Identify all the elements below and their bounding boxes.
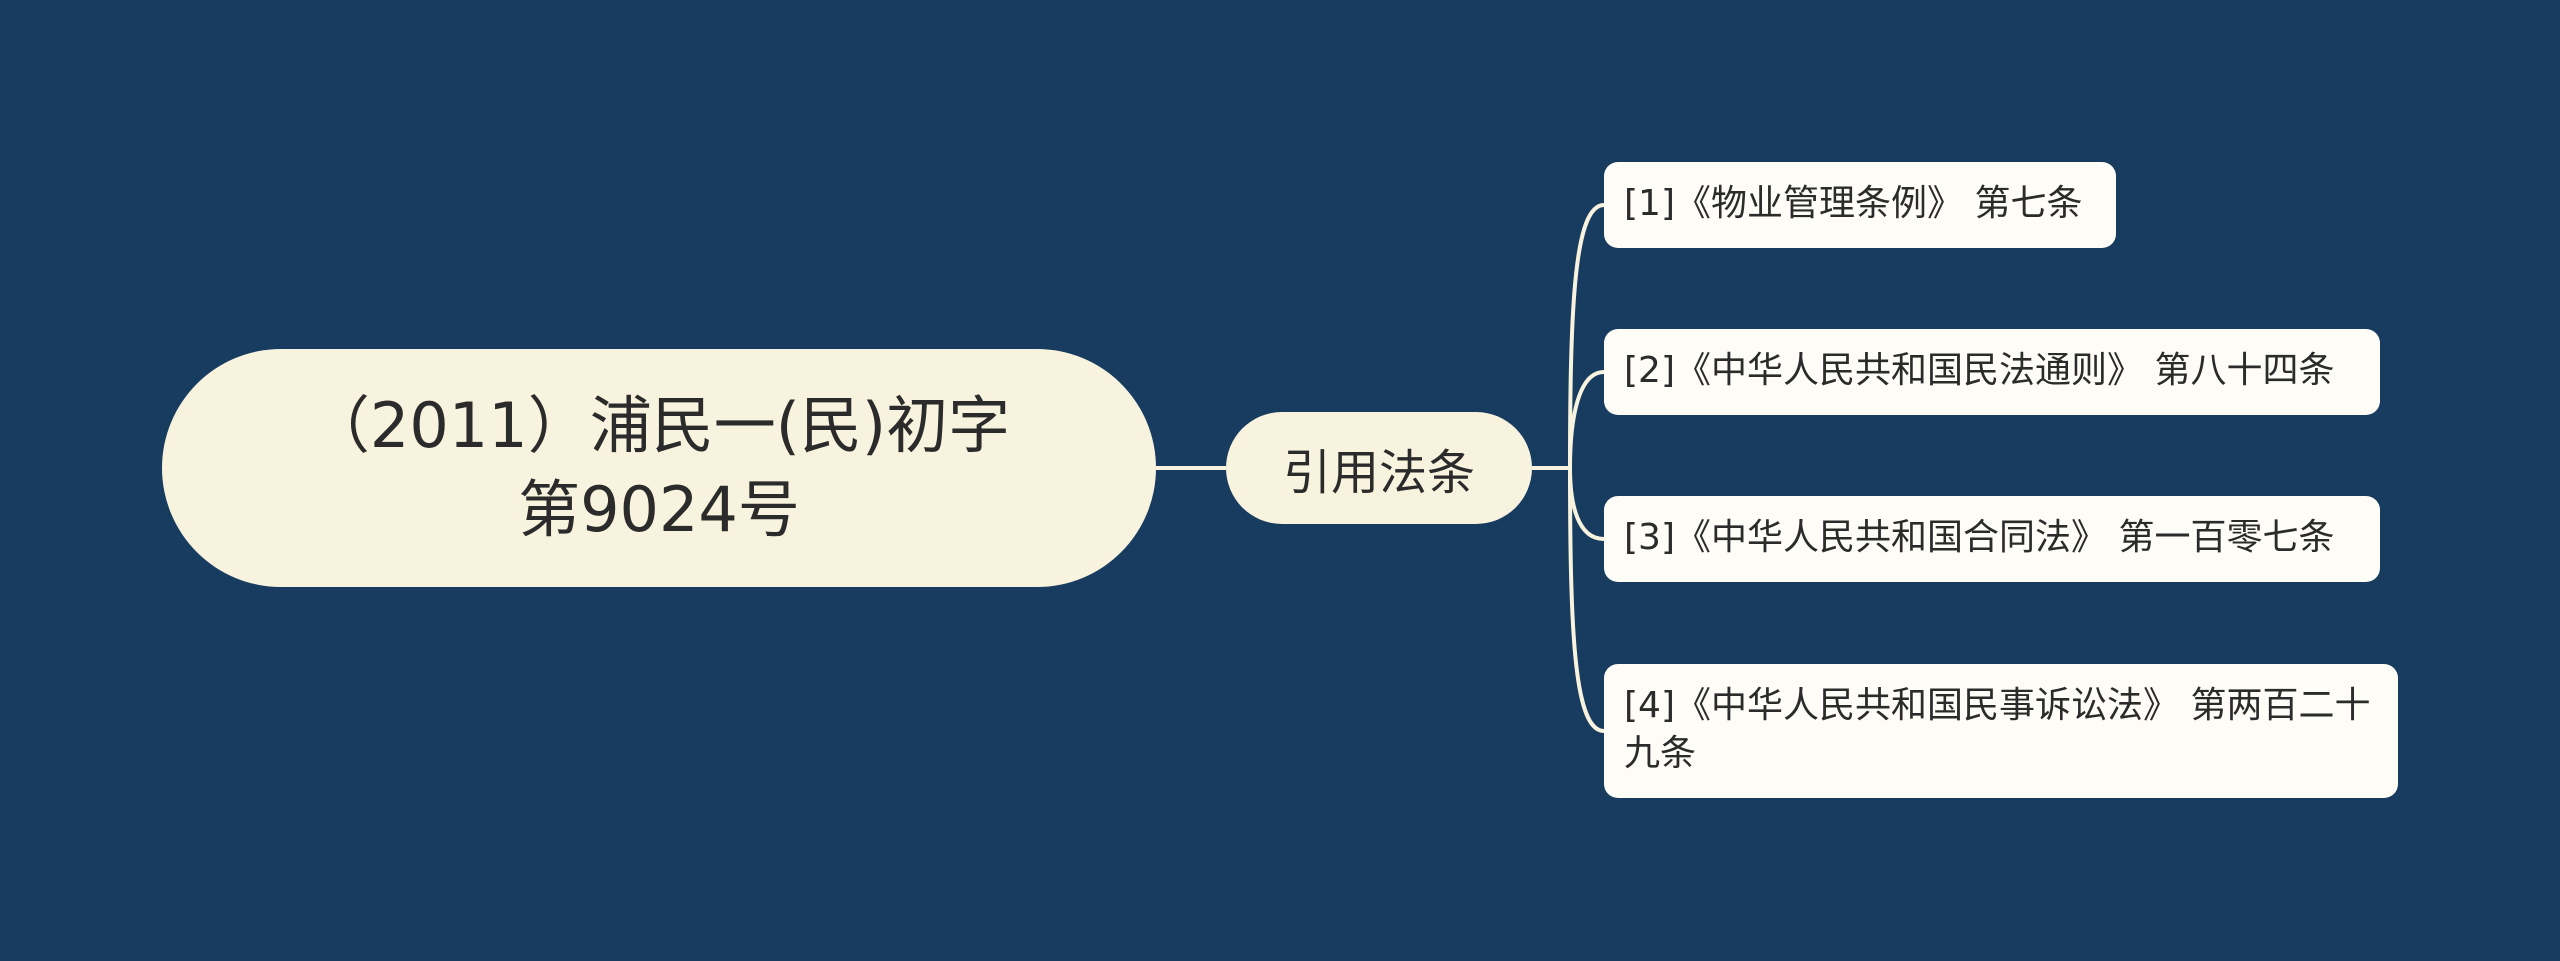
branch-node-cited-laws[interactable]: 引用法条: [1226, 412, 1532, 524]
branch-node-label: 引用法条: [1282, 445, 1475, 501]
root-node[interactable]: （2011）浦民一(民)初字第9024号: [162, 349, 1156, 587]
leaf-node-label: [1]《物业管理条例》 第七条: [1624, 183, 2083, 224]
leaf-node-label: [2]《中华人民共和国民法通则》 第八十四条: [1624, 350, 2335, 391]
root-node-label: （2011）浦民一(民)初字第9024号: [307, 389, 1011, 546]
leaf-node-label: [3]《中华人民共和国合同法》 第一百零七条: [1624, 517, 2335, 558]
leaf-2-connector: [1568, 467, 1605, 541]
leaf-node-2[interactable]: [2]《中华人民共和国民法通则》 第八十四条: [1604, 329, 2380, 415]
leaf-node-3[interactable]: [3]《中华人民共和国合同法》 第一百零七条: [1604, 496, 2380, 582]
leaf-node-4[interactable]: [4]《中华人民共和国民事诉讼法》 第两百二十九条: [1604, 664, 2398, 798]
leaf-0-connector: [1568, 203, 1605, 469]
leaf-3-connector: [1568, 467, 1605, 733]
leaf-node-1[interactable]: [1]《物业管理条例》 第七条: [1604, 162, 2116, 248]
leaf-node-label: [4]《中华人民共和国民事诉讼法》 第两百二十九条: [1624, 685, 2371, 774]
leaf-1-connector: [1568, 370, 1605, 469]
